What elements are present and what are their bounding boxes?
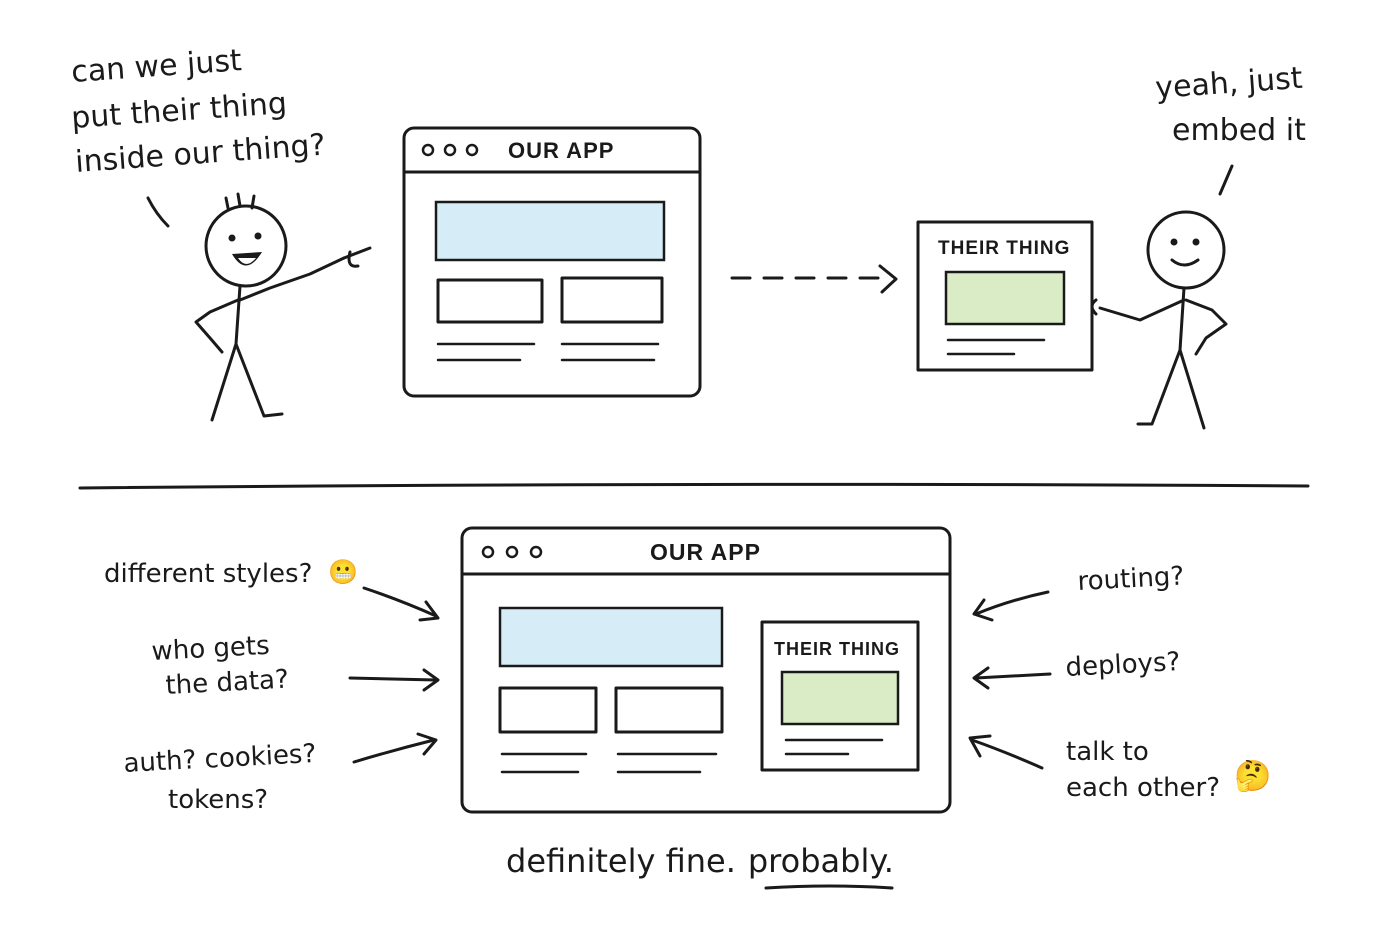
right-speech-tick: [1218, 164, 1234, 196]
top-blue-block: [434, 200, 666, 262]
left-speech-bubble: can we just put their thing inside our t…: [70, 43, 327, 228]
arrow-head-icon: [972, 598, 994, 622]
right-figure-head: [1146, 210, 1226, 290]
top-their-thing-window: THEIR THING: [916, 220, 1094, 372]
top-green-block: [944, 270, 1066, 326]
right-figure-eye-r: [1192, 238, 1200, 246]
grimace-emoji-icon: 😬: [328, 558, 358, 586]
caption-underline: [764, 884, 894, 890]
bottom-their-thing-title: THEIR THING: [774, 639, 900, 659]
top-box-right: [560, 276, 664, 324]
concern-text: each other?: [1066, 773, 1220, 803]
left-figure-eye-r: [254, 232, 262, 240]
concern-text: tokens?: [168, 785, 268, 815]
left-speech-tick: [146, 196, 170, 228]
bottom-box-left: [498, 686, 598, 734]
concern-text: who gets: [151, 631, 271, 667]
caption-main: definitely fine.: [506, 842, 736, 880]
bottom-their-thing-frame: [760, 620, 920, 772]
left-figure-eye-l: [228, 234, 236, 242]
right-figure-smile: [1170, 258, 1200, 267]
arrow-line: [974, 590, 1050, 616]
concern-text: different styles?: [104, 559, 312, 589]
arrow-head-icon: [416, 732, 438, 756]
stick-figure-left: [194, 192, 372, 422]
top-our-app-title: OUR APP: [508, 138, 614, 163]
left-speech-line-1: can we just: [70, 43, 243, 90]
top-box-left: [436, 278, 544, 324]
left-speech-line-3: inside our thing?: [74, 128, 327, 180]
right-concern-deploys: deploys?: [972, 647, 1181, 690]
top-our-app-frame: [402, 126, 702, 398]
arrow-line: [348, 676, 438, 682]
window-dot-icon: [421, 143, 435, 157]
arrow-head-icon: [418, 600, 440, 622]
concern-text: routing?: [1077, 561, 1185, 597]
window-dot-icon: [505, 545, 519, 559]
arrow-line: [352, 738, 436, 764]
left-concern-styles: different styles? 😬: [104, 558, 440, 622]
right-figure-arm-hip: [1184, 298, 1228, 356]
left-concern-data: who gets the data?: [151, 631, 440, 701]
arrow-head-icon: [878, 264, 898, 294]
bottom-our-app-window: OUR APP THEIR THING: [460, 526, 952, 814]
arrow-head-icon: [422, 668, 440, 692]
bottom-green-block: [780, 670, 900, 726]
window-dot-icon: [465, 143, 479, 157]
bottom-our-app-frame: [460, 526, 952, 814]
right-speech-line-2: embed it: [1172, 113, 1306, 148]
concern-text: the data?: [165, 665, 290, 701]
concern-text: deploys?: [1065, 647, 1181, 683]
right-speech-bubble: yeah, just embed it: [1154, 61, 1306, 196]
right-figure-hand: [1090, 298, 1098, 316]
left-figure-hair: [224, 192, 256, 210]
left-figure-hand: [342, 246, 372, 268]
right-figure-eye-l: [1170, 238, 1178, 246]
window-dot-icon: [481, 545, 495, 559]
top-their-thing-frame: [916, 220, 1094, 372]
caption-emphasis: probably: [748, 842, 887, 880]
top-our-app-window: OUR APP: [402, 126, 702, 398]
bottom-box-right: [614, 686, 724, 734]
left-figure-body: [234, 284, 242, 346]
bottom-blue-block: [498, 606, 724, 668]
right-figure-legs: [1136, 348, 1206, 430]
panel-divider: [78, 482, 1310, 490]
right-speech-line-1: yeah, just: [1154, 61, 1304, 106]
right-figure-arm-hold: [1098, 298, 1186, 322]
arrow-line: [970, 738, 1044, 770]
caption: definitely fine. probably.: [506, 842, 894, 890]
concern-text: talk to: [1066, 737, 1149, 767]
bottom-their-thing-window: THEIR THING: [760, 620, 920, 772]
arrow-head-icon: [972, 666, 990, 690]
caption-end: .: [884, 842, 894, 880]
arrow-line: [974, 672, 1052, 680]
window-dot-icon: [443, 143, 457, 157]
left-figure-arm-point: [238, 256, 346, 302]
arrow-line: [362, 586, 438, 618]
right-concern-talk: talk to each other? 🤔: [968, 734, 1271, 803]
arrow-head-icon: [968, 734, 992, 758]
left-figure-legs: [210, 342, 284, 422]
bottom-our-app-title: OUR APP: [650, 539, 761, 565]
right-figure-body: [1178, 286, 1186, 352]
left-figure-arm-hip: [194, 298, 240, 354]
window-dot-icon: [529, 545, 543, 559]
left-concern-auth: auth? cookies? tokens?: [123, 732, 438, 815]
left-speech-line-2: put their thing: [70, 86, 288, 136]
svg-text:definitely fine.probably.: definitely fine. probably.: [506, 842, 894, 880]
dashed-arrow: [730, 264, 898, 294]
left-figure-head: [204, 204, 288, 288]
right-concern-routing: routing?: [972, 561, 1185, 622]
top-their-thing-title: THEIR THING: [938, 238, 1070, 259]
concern-text: auth? cookies?: [123, 739, 317, 779]
stick-figure-right: [1090, 210, 1228, 430]
thinking-emoji-icon: 🤔: [1234, 759, 1271, 794]
